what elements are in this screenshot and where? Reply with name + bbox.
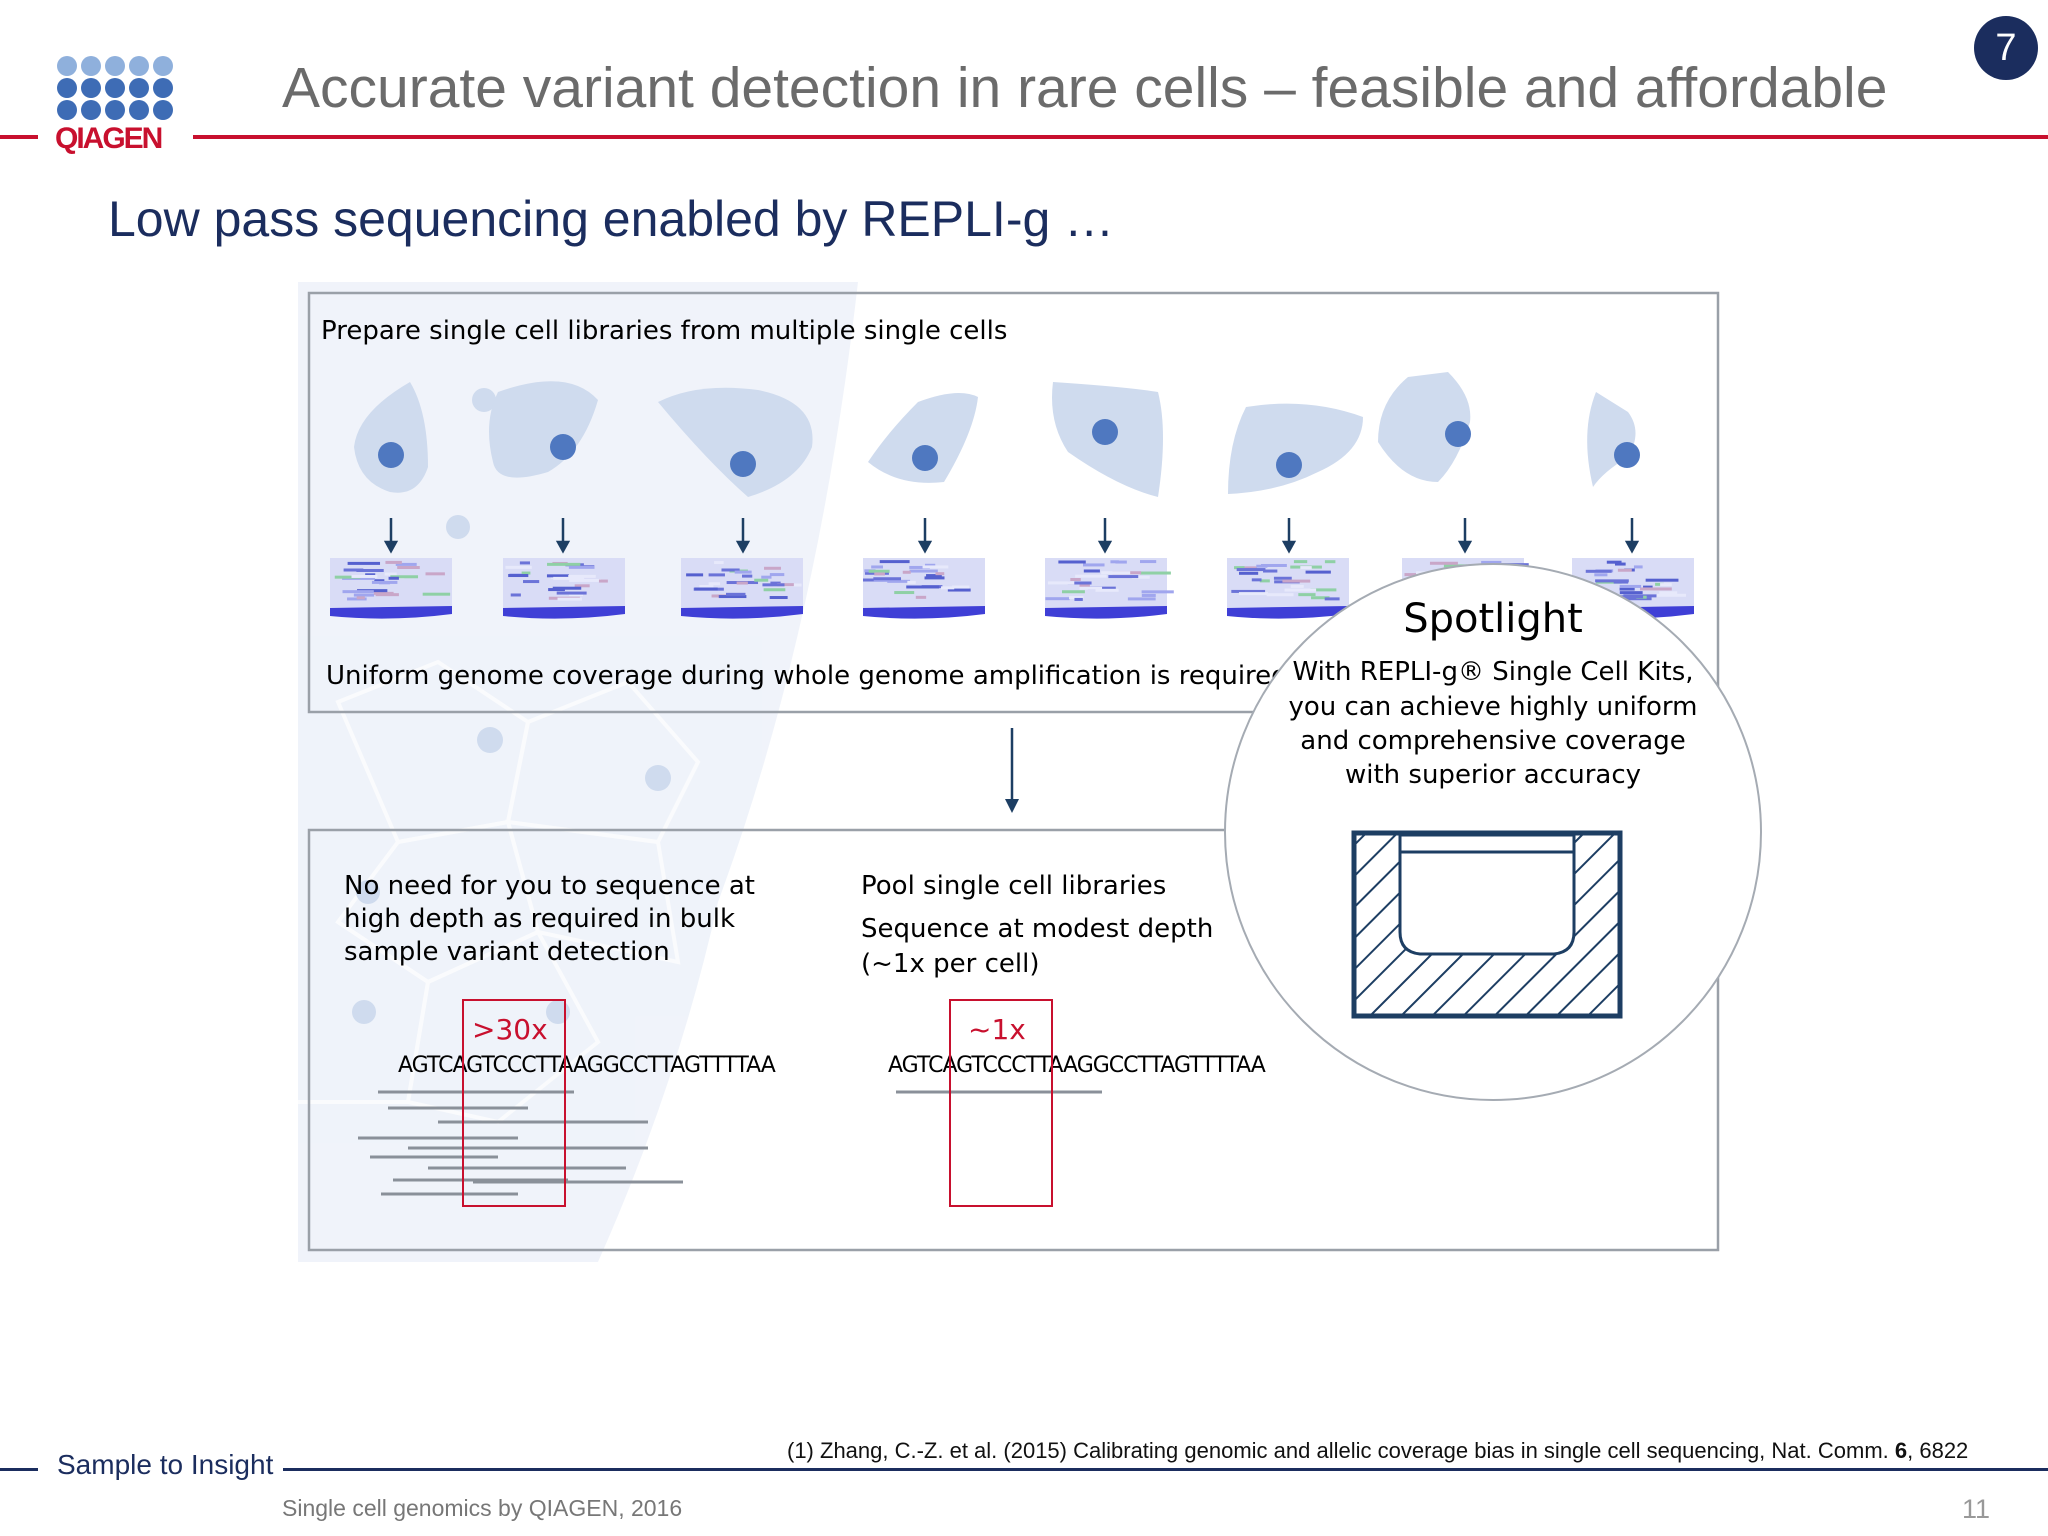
left-text-line-3: sample variant detection	[344, 937, 670, 967]
spotlight-line-2: you can achieve highly uniform	[1289, 692, 1698, 722]
top-panel-frame	[307, 291, 1720, 714]
tissue-background	[298, 282, 858, 1262]
deep-read-pileup	[358, 1090, 683, 1196]
right-text-line-2: Sequence at modest depth	[861, 914, 1213, 944]
middle-caption: Uniform genome coverage during whole gen…	[326, 661, 1288, 691]
arrow-8	[1624, 518, 1640, 554]
spotlight-line-3: and comprehensive coverage	[1300, 726, 1685, 756]
logo-dot	[129, 78, 149, 98]
footer-rule-left	[0, 1468, 38, 1471]
footer-tagline: Sample to Insight	[57, 1449, 274, 1480]
logo-dot	[57, 56, 77, 76]
header-rule-left	[0, 135, 38, 139]
pool-arrow	[1005, 728, 1019, 813]
coverage-tile	[330, 558, 452, 619]
arrow-4	[917, 518, 933, 554]
citation: (1) Zhang, C.-Z. et al. (2015) Calibrati…	[787, 1438, 1968, 1464]
cell-3	[658, 387, 813, 497]
logo-dot	[57, 78, 77, 98]
cell-7	[1378, 372, 1471, 482]
cell-8	[1587, 392, 1636, 487]
spotlight-line-4: with superior accuracy	[1345, 760, 1641, 790]
logo-dot	[153, 100, 173, 120]
arrow-1	[383, 518, 399, 554]
qiagen-logo-dots	[57, 56, 177, 122]
coverage-tile	[863, 558, 985, 619]
right-text-line-3: (~1x per cell)	[861, 949, 1039, 979]
slide-badge: 7	[1974, 16, 2038, 80]
cell-2	[489, 381, 598, 478]
shallow-coverage-box	[949, 999, 1053, 1207]
logo-dot	[105, 100, 125, 120]
logo-dot	[81, 78, 101, 98]
deep-coverage-label: >30x	[472, 1013, 548, 1046]
arrow-6	[1281, 518, 1297, 554]
coverage-tile	[1227, 558, 1349, 619]
coverage-illustration	[1351, 830, 1623, 1019]
top-caption: Prepare single cell libraries from multi…	[321, 316, 1007, 346]
cell-1	[354, 382, 428, 493]
logo-dot	[81, 100, 101, 120]
workflow-figure: Prepare single cell libraries from multi…	[298, 282, 1762, 1262]
shallow-coverage-label: ~1x	[968, 1013, 1026, 1046]
arrow-7	[1457, 518, 1473, 554]
coverage-tile	[503, 558, 625, 619]
logo-dot	[57, 100, 77, 120]
logo-dot	[105, 56, 125, 76]
slide-subtitle: Low pass sequencing enabled by REPLI-g …	[108, 191, 1115, 247]
citation-text: (1) Zhang, C.-Z. et al. (2015) Calibrati…	[787, 1438, 1895, 1463]
cell-6	[1228, 403, 1363, 494]
left-text-line-1: No need for you to sequence at	[344, 871, 755, 901]
sequence-right: AGTCAGTCCCTTAAGGCCTTAGTTTTAA	[888, 1053, 1266, 1078]
cell-4	[868, 393, 978, 483]
spotlight-line-1: With REPLI-g® Single Cell Kits,	[1292, 657, 1693, 687]
header-rule	[193, 135, 2048, 139]
logo-dot	[81, 56, 101, 76]
left-text-line-2: high depth as required in bulk	[344, 904, 735, 934]
arrow-5	[1097, 518, 1113, 554]
arrow-2	[555, 518, 571, 554]
citation-volume: 6	[1894, 1438, 1908, 1463]
logo-dot	[129, 56, 149, 76]
deep-coverage-box	[462, 999, 566, 1207]
cell-arrows	[383, 518, 1640, 554]
footer-subtitle: Single cell genomics by QIAGEN, 2016	[282, 1495, 683, 1521]
sequence-left: AGTCAGTCCCTTAAGGCCTTAGTTTTAA	[398, 1053, 776, 1078]
bottom-panel-frame	[307, 828, 1720, 1252]
spotlight-title: Spotlight	[1403, 596, 1583, 642]
slide-title: Accurate variant detection in rare cells…	[282, 56, 1888, 120]
coverage-tile	[1045, 558, 1174, 619]
cell-nuclei	[378, 419, 1640, 478]
citation-pages: , 6822	[1907, 1438, 1969, 1463]
logo-dot	[129, 100, 149, 120]
logo-dot	[105, 78, 125, 98]
coverage-tile	[681, 558, 803, 619]
page-number: 11	[1962, 1494, 1991, 1524]
footer-rule	[283, 1468, 2048, 1471]
right-text-line-1: Pool single cell libraries	[861, 871, 1166, 901]
qiagen-logo-text: QIAGEN	[55, 122, 163, 155]
logo-dot	[153, 56, 173, 76]
logo-dot	[153, 78, 173, 98]
arrow-3	[735, 518, 751, 554]
